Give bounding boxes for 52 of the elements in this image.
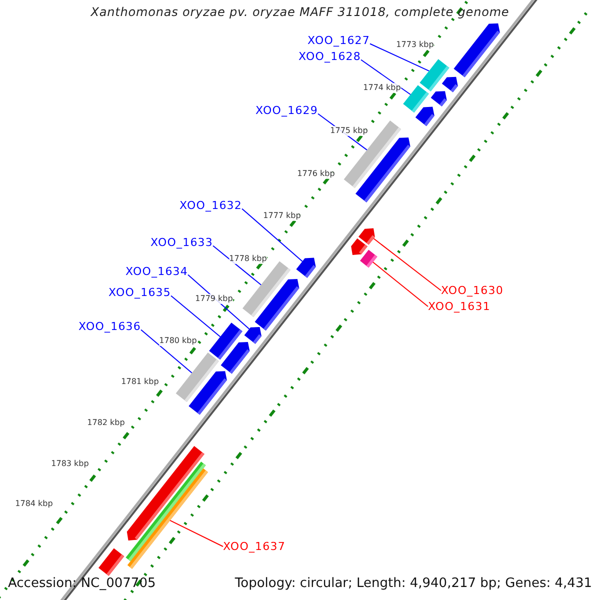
gene-feature <box>98 548 124 576</box>
scale-label: 1776 kbp <box>297 169 335 179</box>
leader-line <box>373 238 442 291</box>
leader-line <box>170 295 221 338</box>
scale-label: 1779 kbp <box>195 294 233 304</box>
gene-label: XOO_1633 <box>150 236 213 249</box>
genome-info-text: Topology: circular; Length: 4,940,217 bp; Genes: 4,431 <box>234 576 592 591</box>
gene-label: XOO_1629 <box>256 104 318 117</box>
gene-feature <box>220 342 250 374</box>
gene-feature <box>415 106 434 126</box>
gene-feature <box>403 85 429 113</box>
gene-label: XOO_1635 <box>108 286 171 299</box>
gene-label: XOO_1630 <box>441 284 504 297</box>
gene-feature <box>358 228 375 245</box>
scale-label: 1780 kbp <box>159 336 197 346</box>
gene-feature <box>430 91 447 106</box>
gene-label: XOO_1632 <box>180 199 242 212</box>
scale-label: 1783 kbp <box>51 459 89 469</box>
gene-feature <box>188 371 227 415</box>
gene-feature <box>420 59 450 92</box>
gene-feature <box>244 327 262 344</box>
gene-feature <box>127 468 208 569</box>
gene-label: XOO_1631 <box>428 300 490 313</box>
gene-feature <box>454 23 500 78</box>
scale-label: 1778 kbp <box>229 254 267 264</box>
leader-line <box>370 43 430 72</box>
scale-label: 1774 kbp <box>363 83 401 93</box>
leader-line <box>170 520 224 547</box>
title: Xanthomonas oryzae pv. oryzae MAFF 311018, complete genome <box>90 5 510 19</box>
gene-label: XOO_1634 <box>126 265 188 278</box>
gene-feature <box>360 250 378 268</box>
scale-label: 1775 kbp <box>330 126 368 136</box>
gene-feature <box>254 279 300 331</box>
gene-feature <box>296 258 316 278</box>
gene-feature <box>442 76 458 92</box>
scale-label: 1773 kbp <box>396 40 434 50</box>
gene-label: XOO_1636 <box>78 320 141 333</box>
scale-label: 1784 kbp <box>15 499 53 509</box>
scale-label: 1781 kbp <box>121 377 159 387</box>
gene-feature <box>351 238 368 255</box>
accession-text: Accession: NC_007705 <box>8 576 156 591</box>
leader-line <box>140 329 192 374</box>
leader-line <box>212 245 262 286</box>
gene-label: XOO_1627 <box>308 34 370 47</box>
gene-label: XOO_1628 <box>298 50 361 63</box>
gene-feature <box>356 138 410 202</box>
leader-line <box>372 262 428 307</box>
leader-line <box>242 208 303 262</box>
gene-label: XOO_1637 <box>223 540 286 553</box>
scale-label: 1777 kbp <box>263 211 301 221</box>
leader-line <box>360 59 411 95</box>
scale-label: 1782 kbp <box>87 418 125 428</box>
